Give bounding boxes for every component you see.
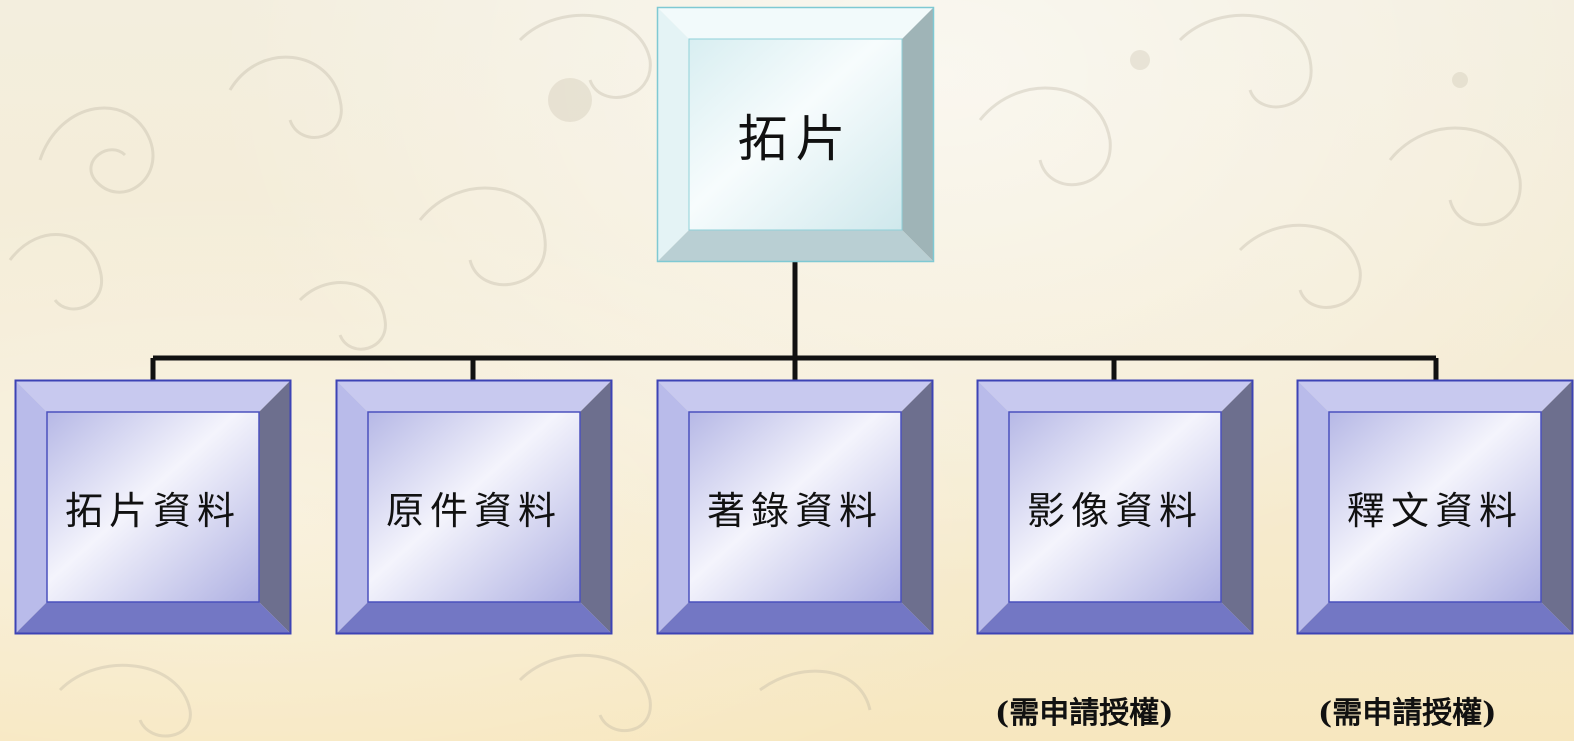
authorization-note: (需申請授權)	[995, 696, 1174, 731]
child-node-rubbing-data: 拓片資料	[14, 379, 292, 635]
child-node-label: 影像資料	[1026, 488, 1203, 533]
child-node-label: 著錄資料	[706, 488, 883, 533]
child-node-label: 釋文資料	[1346, 488, 1523, 533]
child-node-label: 拓片資料	[64, 488, 241, 533]
root-node-label: 拓片	[737, 109, 854, 168]
child-node-transcription-data: 釋文資料	[1296, 379, 1574, 635]
child-node-image-data: 影像資料	[976, 379, 1254, 635]
child-node-label: 原件資料	[385, 488, 562, 533]
authorization-note: (需申請授權)	[1318, 696, 1497, 731]
child-node-original-data: 原件資料	[335, 379, 613, 635]
root-node: 拓片	[656, 6, 935, 263]
child-node-catalog-data: 著錄資料	[656, 379, 934, 635]
